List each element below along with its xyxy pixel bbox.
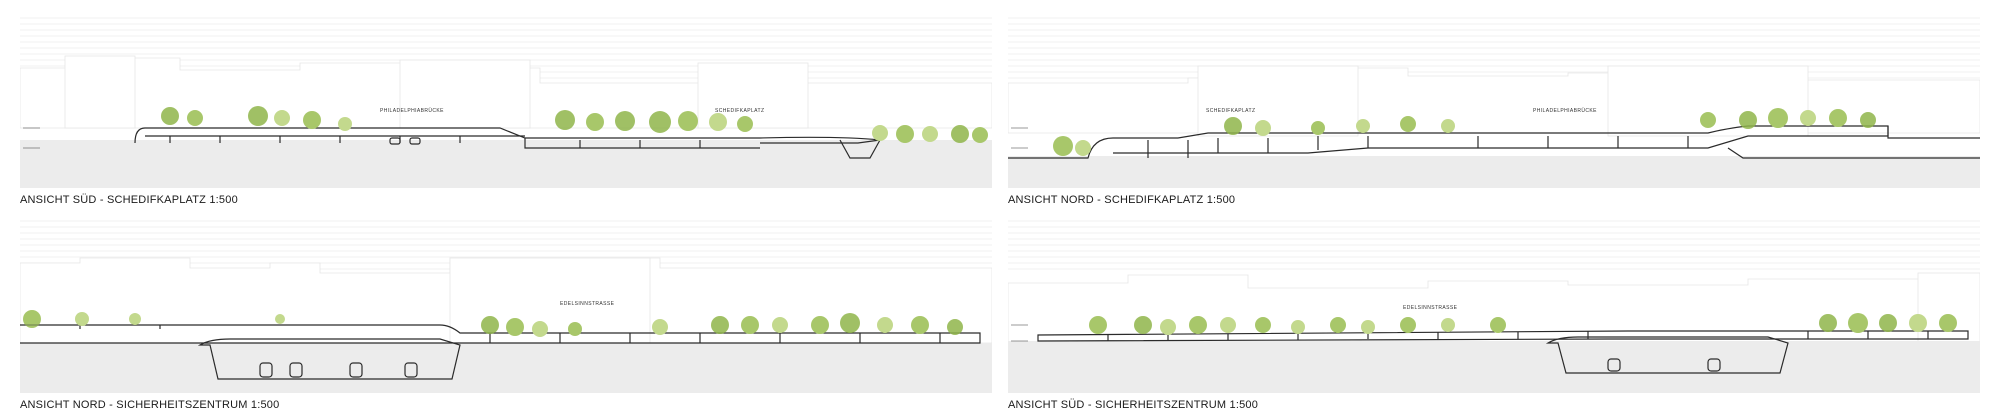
sky-hatching xyxy=(1008,220,1980,270)
level-markers xyxy=(1011,127,1028,149)
ground xyxy=(1008,156,1980,188)
structure xyxy=(1037,330,1969,374)
place-label-2: SCHEDIFKAPLATZ xyxy=(715,108,764,114)
ground xyxy=(1008,341,1980,393)
panel-caption: ANSICHT SÜD - SCHEDIFKAPLATZ 1:500 xyxy=(20,194,238,206)
ground xyxy=(20,343,992,393)
panel-caption: ANSICHT SÜD - SICHERHEITSZENTRUM 1:500 xyxy=(1008,399,1259,411)
panel-caption: ANSICHT NORD - SCHEDIFKAPLATZ 1:500 xyxy=(1008,194,1236,206)
ground xyxy=(20,140,992,188)
structure xyxy=(20,324,981,380)
level-markers xyxy=(1011,324,1028,342)
panel-caption: ANSICHT NORD - SICHERHEITSZENTRUM 1:500 xyxy=(20,399,280,411)
elevation-drawing: EDELSINNSTRASSE xyxy=(20,220,992,393)
place-label-1: SCHEDIFKAPLATZ xyxy=(1206,108,1255,114)
elevation-panel-nord-sicherheitszentrum: EDELSINNSTRASSE ANSICHT NORD - SICHERHEI… xyxy=(20,213,992,418)
place-label-1: EDELSINNSTRASSE xyxy=(560,301,615,307)
place-label-1: EDELSINNSTRASSE xyxy=(1403,305,1458,311)
level-markers xyxy=(23,324,40,344)
place-label-1: PHILADELPHIABRÜCKE xyxy=(380,107,444,114)
elevation-panel-sued-schedifkaplatz: PHILADELPHIABRÜCKE SCHEDIFKAPLATZ ANSICH… xyxy=(20,8,992,213)
level-markers xyxy=(23,127,40,149)
structure xyxy=(134,127,881,159)
vegetation xyxy=(1089,313,1957,335)
vegetation xyxy=(161,106,988,143)
structure xyxy=(1008,125,1980,159)
elevation-panel-sued-sicherheitszentrum: EDELSINNSTRASSE ANSICHT SÜD - SICHERHEIT… xyxy=(1008,213,1980,418)
elevation-drawing: PHILADELPHIABRÜCKE SCHEDIFKAPLATZ xyxy=(20,17,992,188)
place-label-2: PHILADELPHIABRÜCKE xyxy=(1533,107,1597,114)
vegetation xyxy=(1053,108,1876,156)
elevation-drawing: EDELSINNSTRASSE xyxy=(1008,220,1980,393)
elevation-drawing: SCHEDIFKAPLATZ PHILADELPHIABRÜCKE xyxy=(1008,17,1980,188)
elevation-panel-nord-schedifkaplatz: SCHEDIFKAPLATZ PHILADELPHIABRÜCKE ANSICH… xyxy=(1008,8,1980,213)
vegetation xyxy=(23,310,963,337)
